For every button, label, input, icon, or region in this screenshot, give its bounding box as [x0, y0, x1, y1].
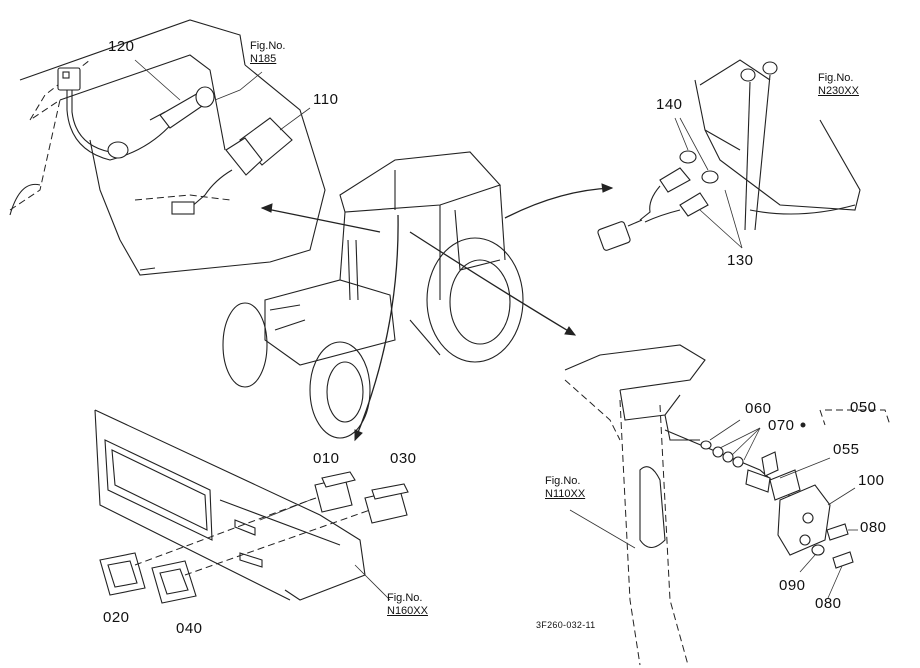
part-label-020: 020	[103, 609, 130, 626]
fig-ref-title: Fig.No.	[250, 40, 286, 52]
fig-ref-n230xx: Fig.No. N230XX	[818, 72, 859, 98]
tractor	[222, 151, 524, 439]
fig-ref-n110xx: Fig.No. N110XX	[545, 475, 585, 501]
part-label-070: 070	[768, 417, 795, 434]
part-label-120: 120	[108, 38, 135, 55]
bottom-right-assembly	[564, 344, 891, 666]
part-label-030: 030	[390, 450, 417, 467]
fig-ref-n185: Fig.No. N185	[250, 40, 285, 66]
part-label-080-lower: 080	[815, 595, 842, 612]
part-label-080-upper: 080	[860, 519, 887, 536]
fig-ref-title: Fig.No.	[818, 72, 854, 84]
part-label-100: 100	[858, 472, 885, 489]
fig-ref-title: Fig.No.	[387, 592, 423, 604]
fig-ref-number: N185	[250, 53, 277, 65]
top-right-assembly	[597, 59, 861, 251]
fig-ref-number: N160XX	[387, 605, 428, 617]
part-label-140: 140	[656, 96, 683, 113]
part-label-050: 050	[850, 399, 877, 416]
bottom-left-assembly	[94, 409, 409, 604]
fig-ref-number: N230XX	[818, 85, 859, 97]
drawing-code: 3F260-032-11	[536, 620, 596, 630]
part-label-060: 060	[745, 400, 772, 417]
part-label-010: 010	[313, 450, 340, 467]
part-label-130: 130	[727, 252, 754, 269]
top-left-assembly	[9, 19, 326, 276]
fig-ref-n160xx: Fig.No. N160XX	[387, 592, 428, 618]
part-label-055: 055	[833, 441, 860, 458]
pointer-arrows	[260, 183, 614, 442]
part-label-040: 040	[176, 620, 203, 637]
fig-ref-number: N110XX	[545, 488, 586, 500]
part-label-110: 110	[313, 91, 339, 108]
fig-ref-title: Fig.No.	[545, 475, 581, 487]
part-label-090: 090	[779, 577, 806, 594]
